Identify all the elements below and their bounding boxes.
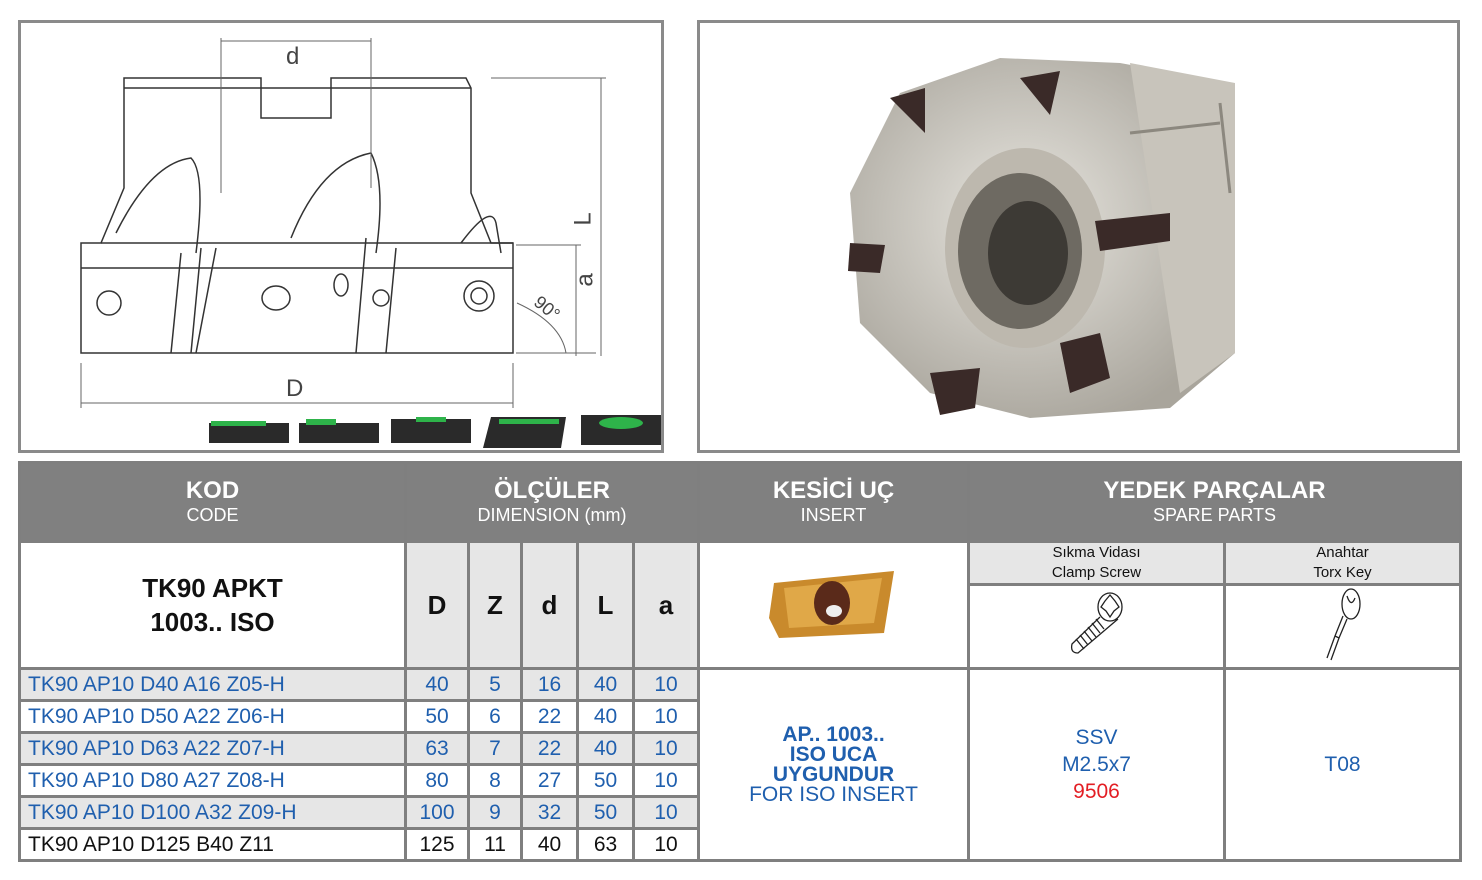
product-code-link[interactable]: TK90 AP10 D63 A22 Z07-H bbox=[18, 731, 407, 766]
product-code-link[interactable]: TK90 AP10 D40 A16 Z05-H bbox=[18, 667, 407, 702]
insert-image-cell bbox=[697, 540, 970, 670]
product-code-link[interactable]: TK90 AP10 D100 A32 Z09-H bbox=[18, 795, 407, 830]
insert-image bbox=[768, 570, 894, 638]
cell-D: 40 bbox=[404, 667, 470, 702]
drawing-label-a: a bbox=[571, 273, 599, 287]
drawing-label-d: d bbox=[286, 43, 300, 70]
clamp-screw-image-cell bbox=[967, 583, 1226, 670]
cell-d: 22 bbox=[520, 699, 579, 734]
torx-key-image-cell bbox=[1223, 583, 1462, 670]
milling-cutter-photo bbox=[848, 58, 1235, 418]
table-row: TK90 AP10 D125 B40 Z11 125 11 40 63 10 bbox=[18, 827, 1461, 862]
torx-key-spec: T08 bbox=[1223, 667, 1462, 862]
cell-L: 50 bbox=[576, 763, 635, 798]
clamp-screw-icon bbox=[1070, 592, 1123, 654]
dim-col-a: a bbox=[632, 540, 700, 670]
cell-d: 16 bbox=[520, 667, 579, 702]
cell-Z: 5 bbox=[467, 667, 523, 702]
cell-Z: 7 bbox=[467, 731, 523, 766]
cell-d: 27 bbox=[520, 763, 579, 798]
cell-a: 10 bbox=[632, 731, 700, 766]
table-row[interactable]: TK90 AP10 D40 A16 Z05-H 40 5 16 40 10 AP… bbox=[18, 667, 1462, 862]
cell-a: 10 bbox=[632, 763, 700, 798]
product-code-link[interactable]: TK90 AP10 D50 A22 Z06-H bbox=[18, 699, 407, 734]
cell-Z: 9 bbox=[467, 795, 523, 830]
cell-D: 125 bbox=[404, 827, 470, 862]
table-row[interactable]: TK90 AP10 D63 A22 Z07-H 63 7 22 40 10 bbox=[18, 731, 1461, 766]
cell-Z: 8 bbox=[467, 763, 523, 798]
product-code: TK90 AP10 D125 B40 Z11 bbox=[18, 827, 407, 862]
cell-D: 100 bbox=[404, 795, 470, 830]
cell-a: 10 bbox=[632, 667, 700, 702]
table-row[interactable]: TK90 AP10 D80 A27 Z08-H 80 8 27 50 10 bbox=[18, 763, 1461, 798]
cell-Z: 11 bbox=[467, 827, 523, 862]
dim-col-Z: Z bbox=[467, 540, 523, 670]
cell-a: 10 bbox=[632, 827, 700, 862]
cell-L: 40 bbox=[576, 667, 635, 702]
table-row[interactable]: TK90 AP10 D50 A22 Z06-H 50 6 22 40 10 bbox=[18, 699, 1461, 734]
cell-d: 40 bbox=[520, 827, 579, 862]
cell-L: 40 bbox=[576, 699, 635, 734]
cell-D: 80 bbox=[404, 763, 470, 798]
cell-L: 40 bbox=[576, 731, 635, 766]
cell-a: 10 bbox=[632, 699, 700, 734]
dim-col-L: L bbox=[576, 540, 635, 670]
screw-part-number: 9506 bbox=[1073, 780, 1120, 803]
product-photo-panel bbox=[697, 20, 1460, 453]
cutter-drawing bbox=[80, 38, 661, 448]
torx-key-icon bbox=[1325, 588, 1361, 661]
product-code-link[interactable]: TK90 AP10 D80 A27 Z08-H bbox=[18, 763, 407, 798]
cell-L: 50 bbox=[576, 795, 635, 830]
cell-Z: 6 bbox=[467, 699, 523, 734]
table-row[interactable]: TK90 AP10 D100 A32 Z09-H 100 9 32 50 10 bbox=[18, 795, 1461, 830]
dim-col-d: d bbox=[520, 540, 579, 670]
technical-drawing-panel: d L a 90° D bbox=[18, 20, 664, 453]
cell-a: 10 bbox=[632, 795, 700, 830]
cell-L: 63 bbox=[576, 827, 635, 862]
cell-D: 50 bbox=[404, 699, 470, 734]
drawing-label-L: L bbox=[569, 212, 597, 226]
cell-D: 63 bbox=[404, 731, 470, 766]
cell-d: 22 bbox=[520, 731, 579, 766]
cell-d: 32 bbox=[520, 795, 579, 830]
dim-col-D: D bbox=[404, 540, 470, 670]
drawing-label-D: D bbox=[286, 375, 304, 402]
